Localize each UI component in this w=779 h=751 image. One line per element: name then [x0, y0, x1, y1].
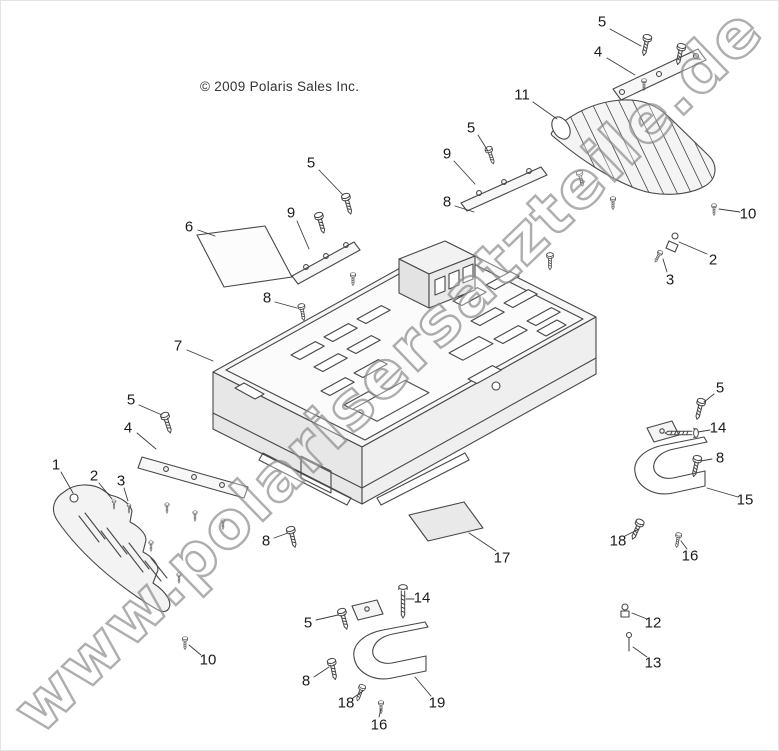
leader-line [188, 644, 202, 656]
leader-line [136, 432, 157, 450]
screw-icon [148, 540, 154, 552]
screw-icon [711, 203, 717, 216]
leader-line [186, 349, 214, 362]
leader-line [631, 612, 648, 620]
cargo-box-floor [212, 240, 597, 506]
leader-line [318, 169, 344, 196]
screw-icon [350, 272, 356, 286]
leader-line [123, 487, 129, 502]
leader-line [680, 540, 688, 550]
screw-icon [610, 196, 616, 210]
leader-line [678, 241, 708, 255]
screw-icon [546, 252, 554, 271]
screw-icon [336, 606, 352, 631]
leader-line [703, 393, 715, 403]
leader-line [718, 208, 741, 213]
latch-part [620, 603, 633, 652]
leader-line [700, 458, 713, 462]
hook-bracket-bottom [351, 599, 429, 680]
leader-line [477, 134, 489, 152]
screw-icon [673, 531, 683, 549]
leader-line [98, 482, 113, 500]
clip-icon [665, 232, 679, 253]
closeoff-panel [550, 99, 716, 195]
screw-icon [638, 33, 653, 57]
screw-icon [285, 525, 300, 549]
leader-line [197, 229, 216, 237]
decal [196, 225, 293, 288]
copyright-text: © 2009 Polaris Sales Inc. [200, 79, 360, 94]
leader-line [315, 614, 339, 621]
leader-line [274, 301, 298, 309]
leader-line [632, 646, 648, 658]
screw-icon [182, 636, 188, 650]
lower-left-bracket [137, 456, 249, 499]
leader-line [414, 676, 432, 697]
leader-line [138, 404, 163, 416]
screw-icon [692, 397, 707, 421]
deck-slots [290, 271, 561, 411]
leader-line [296, 220, 310, 250]
leader-lines [60, 28, 741, 718]
screw-icon [297, 302, 308, 322]
leader-line [706, 487, 739, 498]
hook-bracket-right [634, 420, 708, 495]
screw-icon [398, 584, 408, 619]
leader-line [532, 101, 558, 120]
leader-line [662, 258, 668, 273]
floor-hump [398, 240, 476, 309]
screw-icon [164, 502, 170, 514]
front-bumper [52, 484, 171, 613]
leader-line [609, 28, 642, 47]
leader-line [468, 532, 497, 552]
leader-line [453, 160, 476, 185]
screw-icon [176, 572, 182, 584]
screw-icon [378, 700, 384, 714]
screw-icon [192, 510, 198, 522]
leader-line [624, 528, 640, 537]
screw-icon [340, 191, 356, 216]
screw-icon [575, 169, 587, 188]
pad [408, 501, 484, 542]
leader-line [378, 708, 382, 718]
leader-line [60, 471, 74, 494]
top-bracket [612, 48, 707, 101]
leader-line [697, 429, 711, 433]
leader-line [352, 690, 364, 699]
leader-line [606, 57, 636, 76]
screw-icon [652, 249, 664, 264]
leader-line [313, 666, 330, 678]
screw-icon [220, 518, 226, 530]
screw-icon [326, 657, 341, 681]
leader-line [454, 205, 475, 213]
leader-line [273, 532, 289, 539]
screw-icon [628, 517, 646, 542]
support-strip-upper [460, 166, 548, 212]
screw-icon [313, 210, 329, 235]
support-strip-left [291, 241, 361, 285]
